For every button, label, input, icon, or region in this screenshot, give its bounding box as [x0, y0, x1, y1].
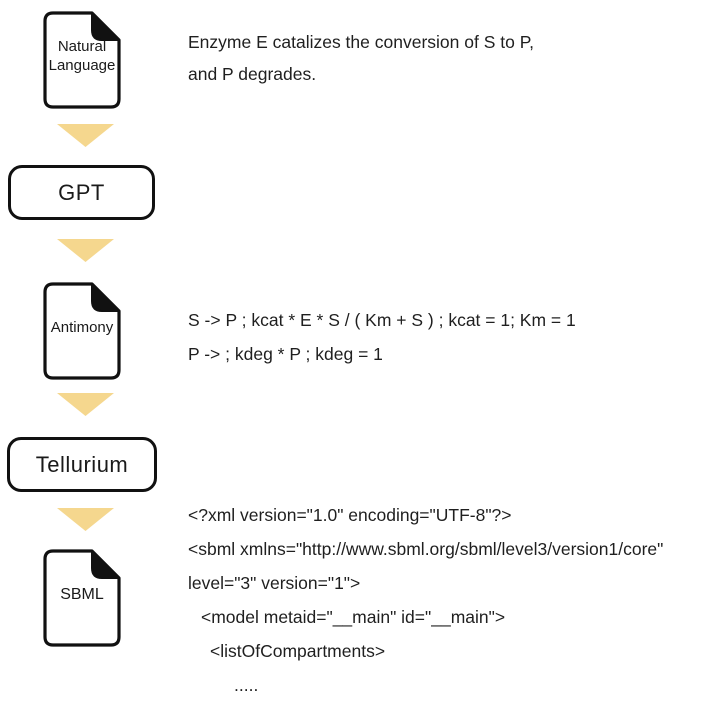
document-label-line1: SBML [60, 585, 104, 603]
document-icon [43, 11, 121, 109]
annotation-line: <?xml version="1.0" encoding="UTF-8"?> [188, 505, 512, 525]
folded-corner-icon [91, 12, 120, 41]
annotation-line: S -> P ; kcat * E * S / ( Km + S ) ; kca… [188, 310, 576, 330]
annotation-line: Enzyme E catalizes the conversion of S t… [188, 32, 534, 52]
document-label-line1: Natural [57, 38, 107, 55]
gpt-process-box: GPT [8, 165, 155, 220]
annotation-line: level="3" version="1"> [188, 573, 361, 593]
antimony-annotation: S -> P ; kcat * E * S / ( Km + S ) ; kca… [188, 303, 576, 371]
annotation-line: <listOfCompartments> [210, 641, 386, 661]
annotation-line: <sbml xmlns="http://www.sbml.org/sbml/le… [188, 539, 664, 559]
document-label: Natural Language [46, 10, 118, 102]
sbml-document: SBML [42, 548, 122, 648]
annotation-line: <model metaid="__main" id="__main"> [201, 607, 506, 627]
document-icon [43, 282, 121, 380]
sbml-annotation: <?xml version="1.0" encoding="UTF-8"?> <… [188, 498, 663, 701]
document-label-line2: Language [48, 57, 116, 74]
tellurium-label: Tellurium [35, 451, 129, 477]
folded-corner-icon [91, 283, 120, 312]
document-label: SBML [46, 548, 118, 640]
gpt-label: GPT [58, 179, 105, 205]
document-label-line1: Antimony [50, 318, 114, 336]
natural-language-annotation: Enzyme E catalizes the conversion of S t… [188, 26, 534, 90]
annotation-line: and P degrades. [188, 64, 317, 84]
down-arrow-icon [57, 508, 114, 531]
document-icon [43, 549, 121, 647]
down-arrow-icon [57, 239, 114, 262]
down-arrow-icon [57, 124, 114, 147]
annotation-line: P -> ; kdeg * P ; kdeg = 1 [188, 344, 383, 364]
folded-corner-icon [91, 550, 120, 579]
antimony-document: Antimony [42, 281, 122, 381]
annotation-line: ..... [234, 675, 259, 695]
tellurium-process-box: Tellurium [7, 437, 157, 492]
document-label: Antimony [46, 281, 118, 373]
natural-language-document: Natural Language [42, 10, 122, 110]
down-arrow-icon [57, 393, 114, 416]
